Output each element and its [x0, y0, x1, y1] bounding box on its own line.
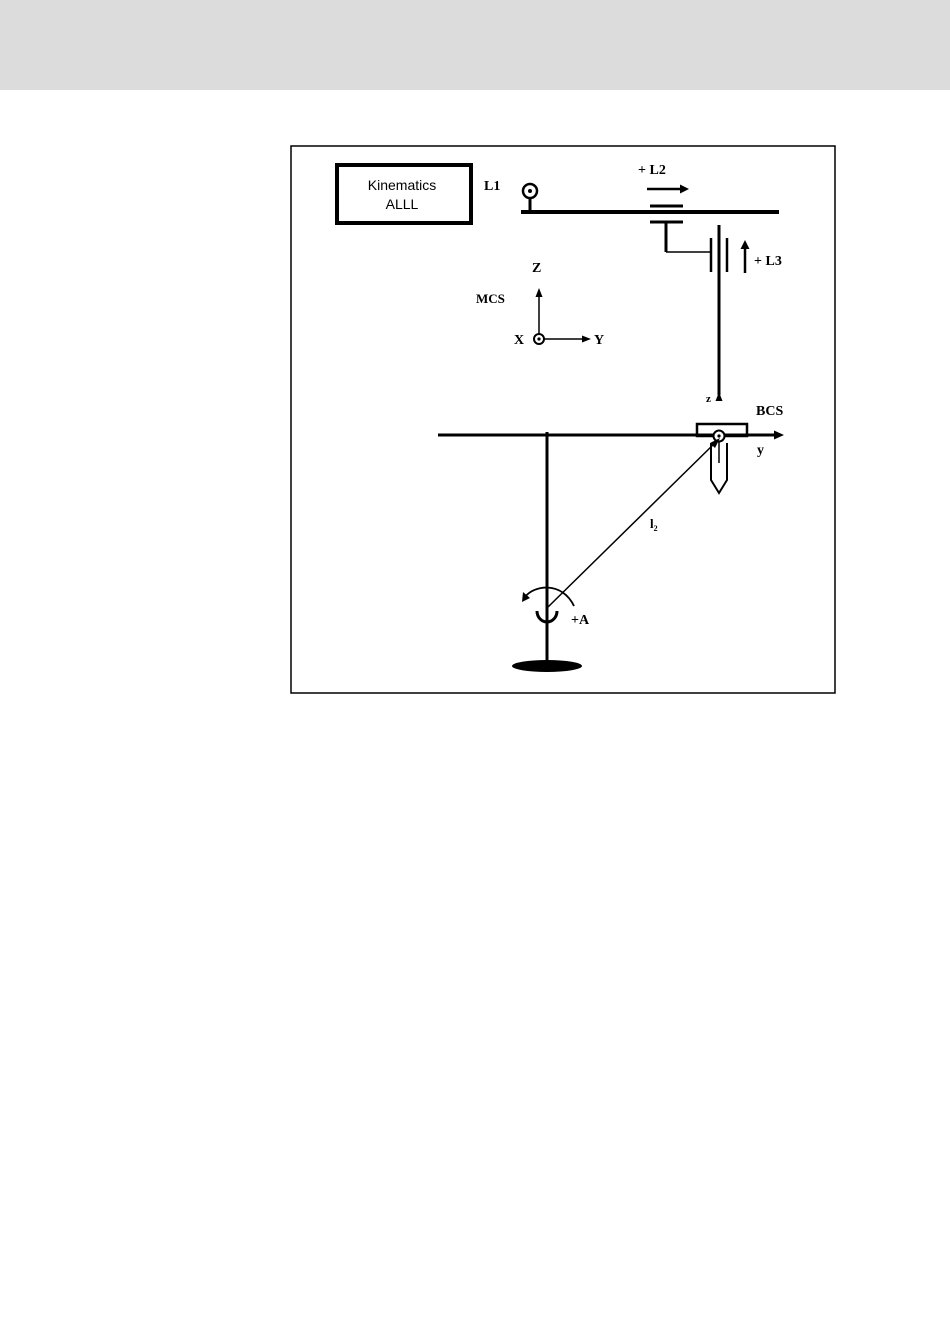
page-header-band — [0, 0, 950, 90]
bcs-label: BCS — [756, 404, 783, 419]
mcs-coordinate-system: Z MCS X Y — [476, 261, 604, 348]
link-l2-label: l2 — [650, 516, 658, 533]
bcs-y-arrowhead — [774, 431, 784, 440]
mcs-z-label: Z — [532, 261, 541, 276]
bcs-z-arrowhead — [716, 392, 723, 401]
mcs-x-label: X — [514, 333, 524, 348]
kinematics-title-box: Kinematics ALLL — [337, 165, 471, 223]
title-line-2: ALLL — [386, 196, 419, 212]
title-line-1: Kinematics — [368, 177, 436, 193]
kinematics-diagram-svg: Kinematics ALLL L1 + L2 — [290, 145, 836, 694]
l1-axis-symbol: L1 — [484, 179, 537, 211]
mcs-label: MCS — [476, 291, 505, 306]
l3-label: + L3 — [754, 254, 782, 269]
base-plate — [512, 660, 582, 672]
link-l2 — [547, 440, 718, 608]
bcs-y-label: y — [757, 443, 764, 458]
kinematics-diagram: Kinematics ALLL L1 + L2 — [290, 145, 836, 694]
l1-label: L1 — [484, 179, 500, 194]
l2-arrow — [647, 185, 689, 194]
mcs-y-label: Y — [594, 333, 604, 348]
diagram-frame — [291, 146, 835, 693]
bcs-z-label: z — [706, 393, 711, 405]
l2-label: + L2 — [638, 163, 666, 178]
rotation-a-label: +A — [571, 613, 590, 628]
l3-arrow — [741, 240, 750, 273]
